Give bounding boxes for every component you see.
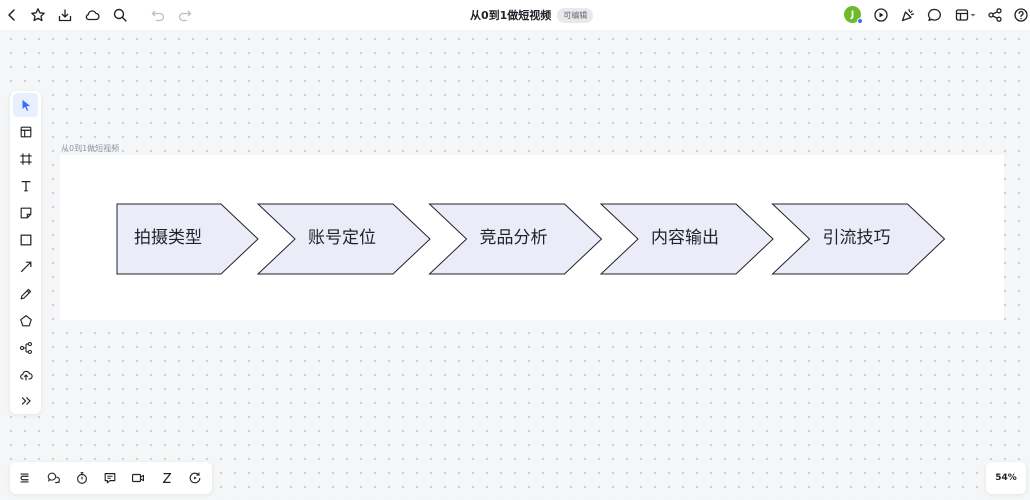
cloud-upload-icon xyxy=(19,370,33,381)
avatar[interactable]: J xyxy=(844,6,863,24)
frame-icon xyxy=(19,153,32,165)
frame-tool[interactable] xyxy=(13,147,38,171)
help-icon[interactable] xyxy=(1011,5,1030,25)
template-tool[interactable] xyxy=(13,120,38,144)
chevron-label-4: 内容输出 xyxy=(651,228,719,248)
chevron-label-5: 引流技巧 xyxy=(822,228,891,248)
pentagon-icon xyxy=(19,315,32,327)
shape-tool[interactable] xyxy=(13,309,38,333)
search-icon[interactable] xyxy=(110,5,130,25)
chevron-label-3: 竞品分析 xyxy=(479,228,548,248)
more-tools[interactable] xyxy=(13,389,38,413)
comment-icon[interactable] xyxy=(925,5,945,25)
party-icon[interactable] xyxy=(898,5,918,25)
chevron-label-1: 拍摄类型 xyxy=(134,228,202,248)
document-title-group: 从0到1做短视频 可编辑 xyxy=(470,6,594,24)
frame-label[interactable]: 从0到1做短视频 xyxy=(61,144,120,153)
text-icon xyxy=(21,181,30,192)
layout-icon[interactable] xyxy=(952,5,972,25)
presentation-icon[interactable] xyxy=(871,5,891,25)
document-title[interactable]: 从0到1做短视频 xyxy=(470,9,552,22)
video-icon[interactable] xyxy=(128,468,148,488)
bottom-toolbar xyxy=(10,462,212,494)
sleep-icon[interactable] xyxy=(157,468,177,488)
timer-icon[interactable] xyxy=(72,468,92,488)
undo-icon[interactable] xyxy=(148,5,168,25)
upload-tool[interactable] xyxy=(13,363,38,387)
comments-icon[interactable] xyxy=(44,468,64,488)
share-icon[interactable] xyxy=(985,5,1005,25)
redo-icon[interactable] xyxy=(175,5,195,25)
zoom-level[interactable]: 54% xyxy=(986,462,1026,494)
rectangle-icon xyxy=(20,234,31,246)
sticky-note-icon xyxy=(20,207,31,219)
pen-tool[interactable] xyxy=(13,282,38,306)
outline-icon[interactable] xyxy=(15,468,35,488)
avatar-initial: J xyxy=(850,9,855,20)
double-chevron-right-icon xyxy=(21,397,31,405)
arrow-line-icon xyxy=(20,261,31,273)
chevron-down-icon[interactable] xyxy=(967,5,979,25)
star-icon[interactable] xyxy=(28,5,48,25)
permission-badge[interactable]: 可编辑 xyxy=(557,7,594,23)
download-icon[interactable] xyxy=(55,5,75,25)
text-tool[interactable] xyxy=(13,174,38,198)
sticky-note-tool[interactable] xyxy=(13,201,38,225)
chevron-label-2: 账号定位 xyxy=(308,228,376,248)
top-bar: 从0到1做短视频 可编辑 J xyxy=(0,0,1030,30)
left-toolbar xyxy=(10,91,41,414)
history-icon[interactable] xyxy=(185,468,205,488)
back-icon[interactable] xyxy=(2,5,22,25)
pen-icon xyxy=(20,288,31,300)
rectangle-tool[interactable] xyxy=(13,228,38,252)
cloud-icon[interactable] xyxy=(82,5,102,25)
select-tool[interactable] xyxy=(13,93,38,117)
connector-tool[interactable] xyxy=(13,255,38,279)
chat-icon[interactable] xyxy=(100,468,120,488)
template-icon xyxy=(20,126,31,138)
online-status-dot xyxy=(857,18,863,24)
mindmap-tool[interactable] xyxy=(13,336,38,360)
cursor-icon xyxy=(22,99,30,111)
mindmap-icon xyxy=(19,341,32,355)
